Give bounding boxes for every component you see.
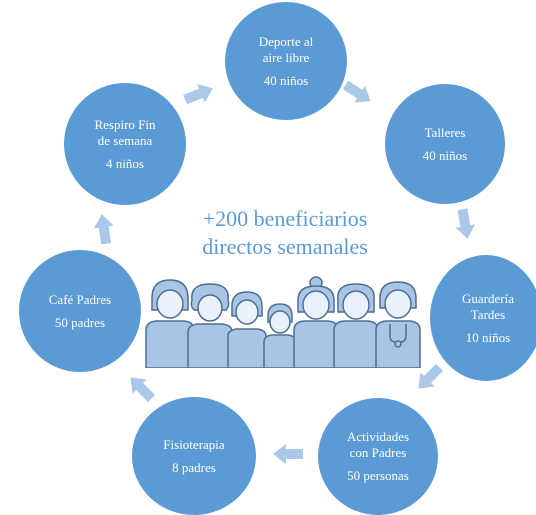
- node-deporte-title-line2: aire libre: [262, 49, 310, 65]
- person-figure: [227, 291, 267, 368]
- node-actividades-title-line1: Actividades: [346, 429, 410, 444]
- person-figure: [145, 279, 195, 368]
- node-talleres-count: 40 niños: [422, 147, 468, 163]
- node-cafe: Café Padres 50 padres: [19, 250, 141, 372]
- node-guarderia-title-line1: Guardería: [462, 290, 514, 306]
- node-deporte-count: 40 niños: [263, 72, 309, 88]
- node-deporte-title-line1: Deporte al: [258, 33, 314, 49]
- node-fisioterapia-count: 8 padres: [172, 459, 216, 475]
- node-talleres-title: Talleres: [424, 124, 466, 140]
- arrow-icon: [93, 214, 114, 245]
- arrow-icon: [455, 208, 476, 239]
- center-title-line1: +200 beneficiarios: [202, 206, 368, 231]
- arrow-icon: [130, 377, 156, 403]
- node-fisioterapia-title: Fisioterapia: [163, 436, 225, 452]
- person-figure: [187, 283, 233, 368]
- node-actividades-title-line2: con Padres: [349, 445, 407, 460]
- person-figure: [263, 303, 297, 368]
- node-guarderia-count: 10 niños: [465, 329, 511, 345]
- node-respiro-count: 4 niños: [106, 155, 144, 171]
- node-guarderia-title-line2: Tardes: [470, 306, 506, 322]
- node-cafe-count: 50 padres: [54, 314, 106, 330]
- node-respiro-title-line1: Respiro Fin: [94, 116, 156, 132]
- person-figure: [333, 283, 379, 368]
- node-respiro-title-line2: de semana: [97, 132, 153, 148]
- group-of-people-illustration: [145, 276, 421, 368]
- person-figure: [375, 281, 421, 368]
- center-title: +200 beneficiarios directos semanales: [160, 205, 410, 261]
- arrow-icon: [183, 83, 213, 105]
- arrow-icon: [342, 80, 371, 103]
- person-figure: [293, 276, 339, 368]
- node-talleres: Talleres 40 niños: [385, 84, 505, 204]
- arrow-icon: [418, 363, 444, 389]
- node-cafe-title: Café Padres: [48, 291, 112, 307]
- node-actividades-count: 50 personas: [347, 468, 409, 483]
- center-title-line2: directos semanales: [202, 234, 368, 259]
- arrow-icon: [273, 444, 303, 464]
- node-fisioterapia: Fisioterapia 8 padres: [132, 397, 256, 515]
